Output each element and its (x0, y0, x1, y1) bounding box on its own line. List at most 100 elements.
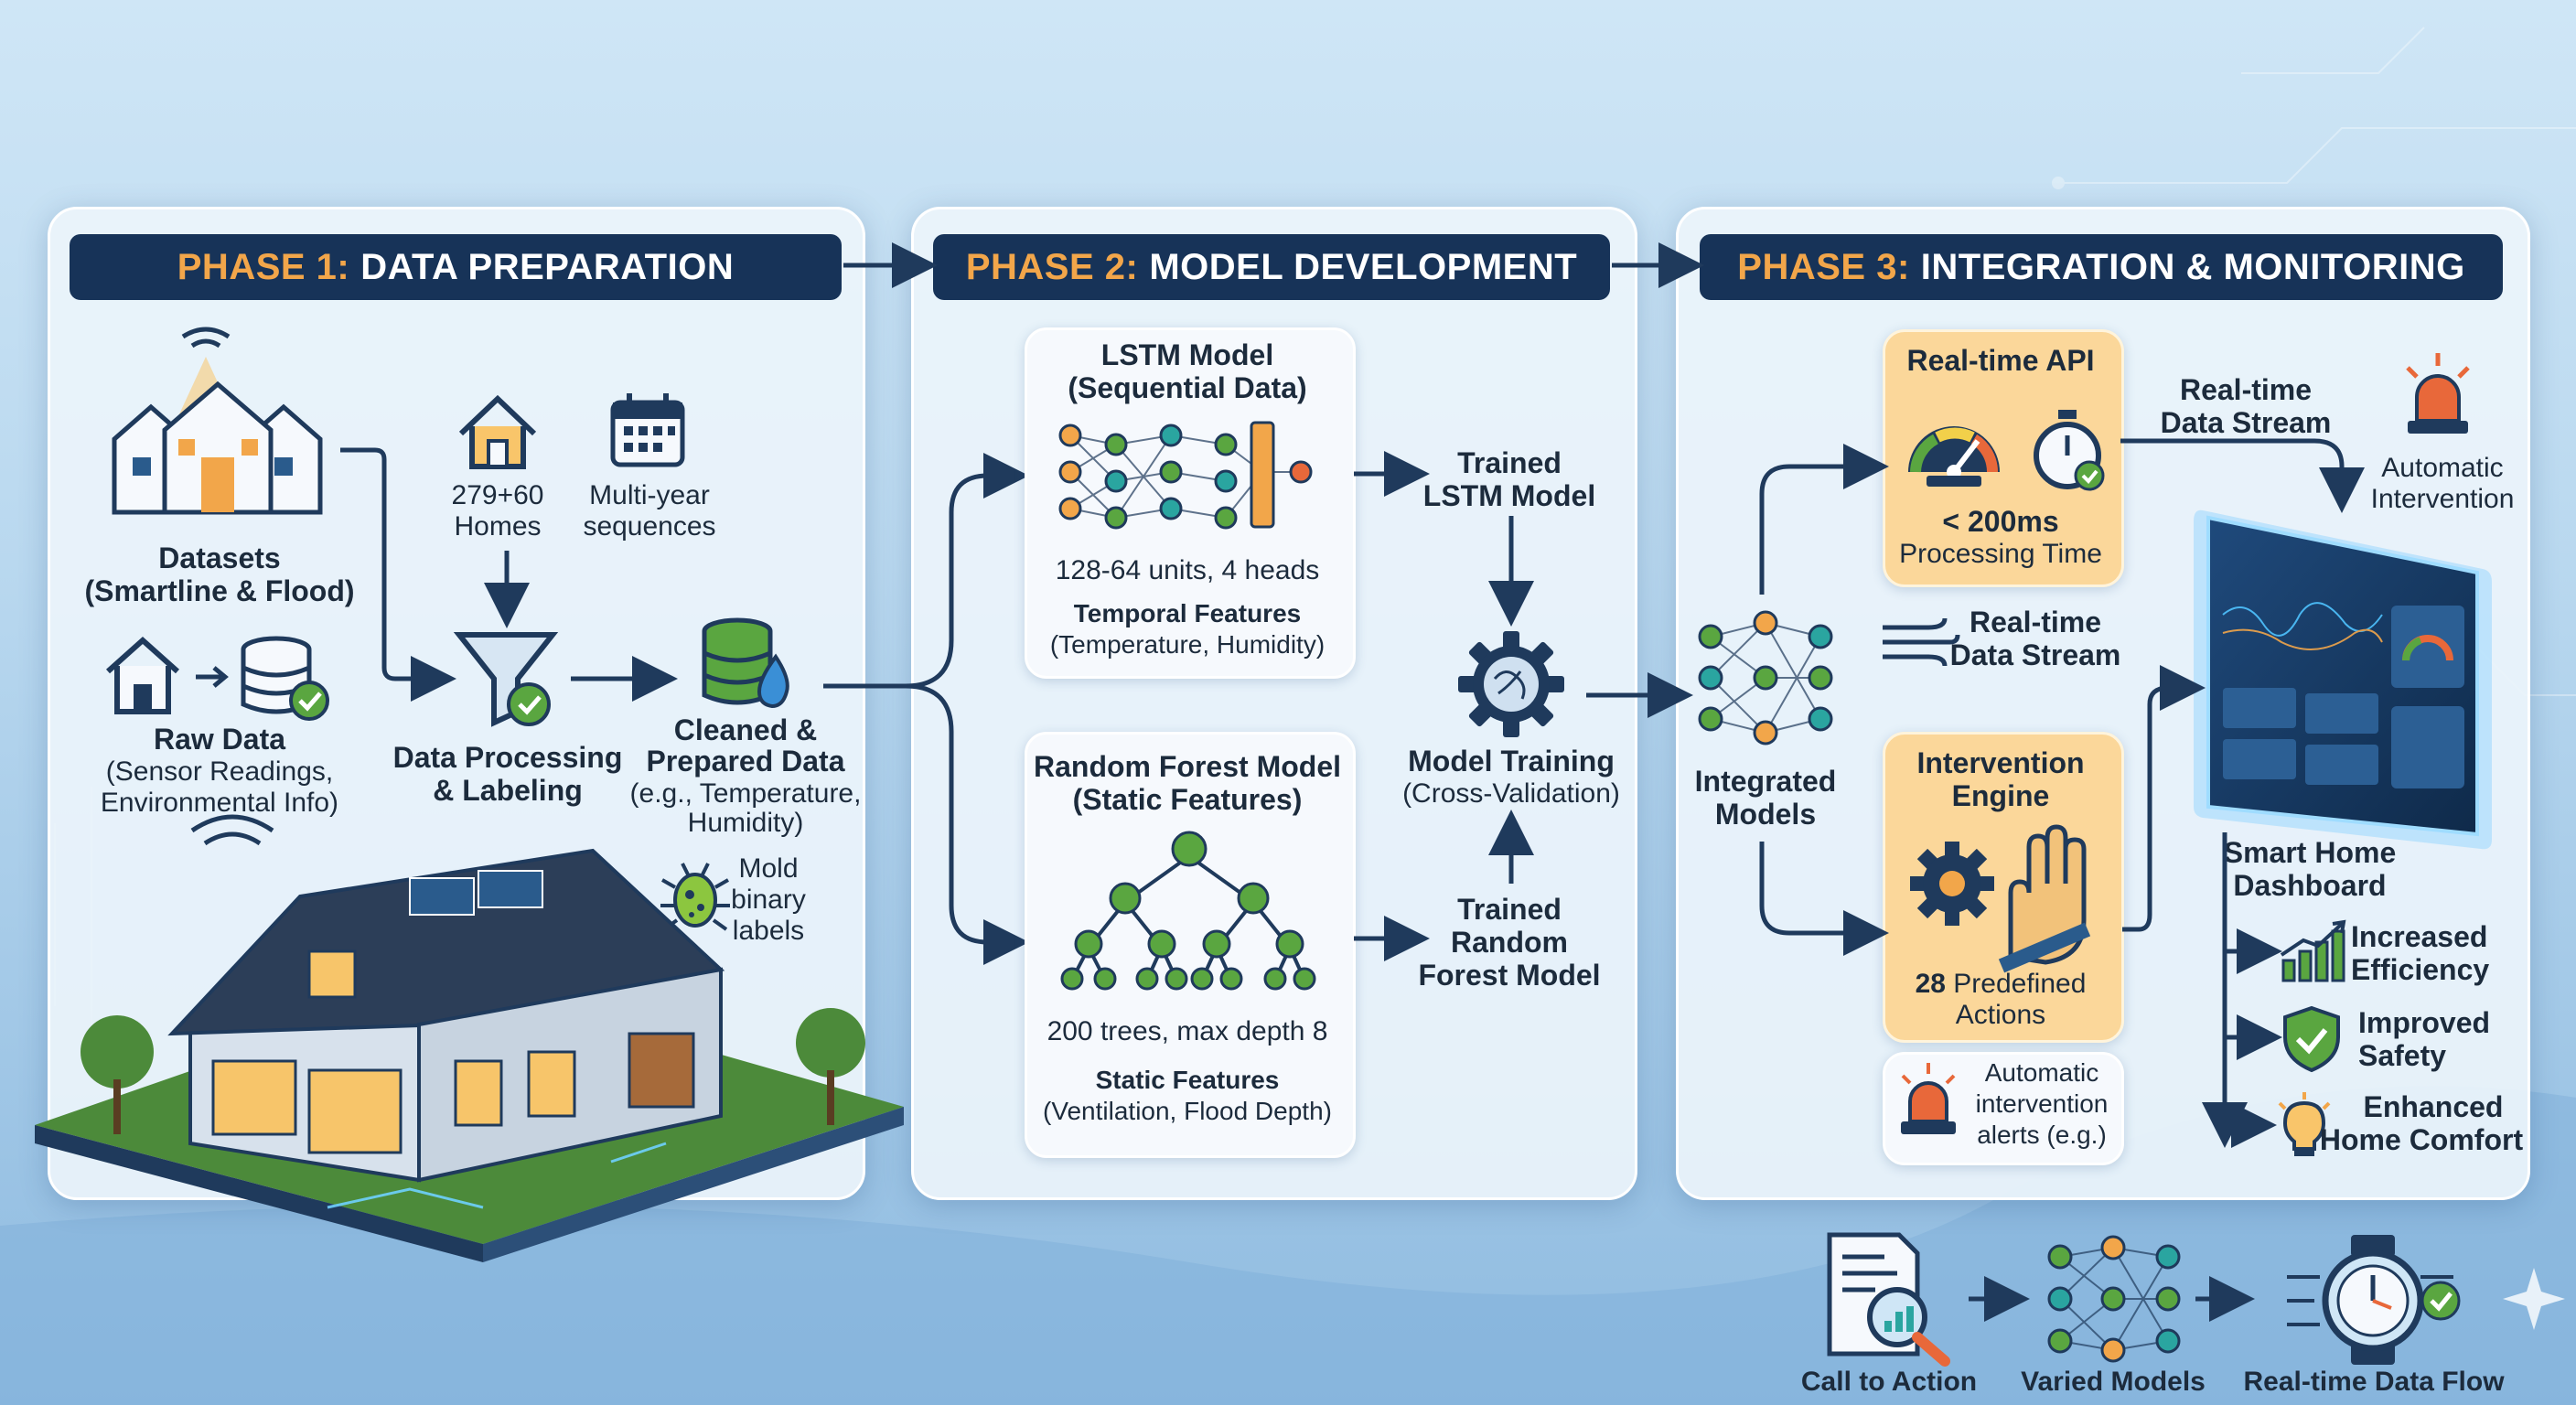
trained-rf-line3: Forest Model (1418, 959, 1601, 992)
decision-tree-icon (1060, 831, 1316, 991)
lstm-features-title: Temporal Features (1073, 599, 1302, 627)
auto-intervention-line2: Intervention (2370, 484, 2515, 514)
trained-rf-line1: Trained (1457, 893, 1562, 926)
datasets-title: Datasets (158, 542, 281, 574)
phase3-number: PHASE 3: (1737, 246, 1910, 287)
trained-lstm-line2: LSTM Model (1422, 479, 1596, 512)
rf-spec: 200 trees, max depth 8 (1046, 1016, 1328, 1046)
phase1-number: PHASE 1: (177, 246, 350, 287)
phase3-label: INTEGRATION & MONITORING (1920, 246, 2465, 287)
gear-hand-icon (1910, 824, 2091, 973)
predefined-actions-line1: 28 Predefined (1883, 968, 2119, 1001)
phase1-label: DATA PREPARATION (360, 246, 735, 287)
integrated-line1: Integrated (1694, 765, 1837, 798)
phase2-number: PHASE 2: (965, 246, 1139, 287)
stream-top-line1: Real-time (2179, 373, 2313, 406)
outcome-safety-line1: Improved (2358, 1006, 2491, 1039)
alerts-line1: Automatic (1984, 1058, 2099, 1087)
call-to-action-icon (1827, 1232, 1950, 1367)
cleaned-line1: Cleaned & (673, 713, 818, 746)
datasets-subtitle: (Smartline & Flood) (84, 574, 355, 607)
auto-intervention-line1: Automatic (2381, 453, 2504, 483)
funnel-icon (453, 632, 559, 727)
training-title: Model Training (1408, 745, 1615, 778)
mold-bug-icon (660, 863, 730, 931)
cleaned-line2: Prepared Data (646, 745, 845, 778)
phase2-label: MODEL DEVELOPMENT (1149, 246, 1578, 287)
homes-count: 279+60 (451, 480, 544, 510)
outcome-efficiency-line2: Efficiency (2351, 953, 2490, 986)
lstm-spec: 128-64 units, 4 heads (1055, 555, 1320, 585)
trained-lstm-line1: Trained (1457, 446, 1562, 479)
gear-brain-icon (1458, 631, 1564, 737)
bottom-realtime-flow: Real-time Data Flow (2243, 1367, 2505, 1397)
multiyear-line2: sequences (583, 511, 716, 542)
homes-label: Homes (454, 511, 542, 542)
data-stream-icon (1883, 617, 1960, 667)
predefined-actions-line2: Actions (1955, 1000, 2046, 1030)
lstm-title2: (Sequential Data) (1068, 371, 1307, 404)
mold-line1: Mold (738, 853, 799, 884)
safety-shield-icon (2283, 1005, 2340, 1073)
stream-top-line2: Data Stream (2160, 406, 2332, 439)
raw-data-sub1: (Sensor Readings, (105, 756, 334, 787)
lstm-features-sub: (Temperature, Humidity) (1049, 630, 1326, 659)
sparkle-icon (2503, 1268, 2565, 1330)
actions-count: 28 (1915, 969, 1946, 999)
speedometer-icon (1908, 426, 2000, 487)
siren-icon-top (2406, 353, 2470, 434)
cleaned-line3: (e.g., Temperature, (629, 778, 862, 809)
alerts-line2: intervention (1975, 1089, 2109, 1118)
raw-data-icon (105, 636, 329, 721)
rf-title2: (Static Features) (1072, 783, 1303, 816)
stopwatch-icon (2034, 410, 2105, 491)
engine-line1: Intervention (1916, 746, 2085, 779)
comfort-bulb-icon (2278, 1092, 2331, 1156)
phase2-title: PHASE 2: MODEL DEVELOPMENT (933, 234, 1610, 300)
multiyear-line1: Multi-year (589, 480, 710, 510)
mold-line3: labels (732, 916, 805, 946)
alerts-line3: alerts (e.g.) (1977, 1121, 2107, 1149)
calendar-icon (610, 393, 685, 467)
dashboard-line2: Dashboard (2233, 869, 2387, 902)
raw-data-title: Raw Data (153, 723, 286, 756)
varied-models-icon (2047, 1235, 2181, 1363)
processing-line2: & Labeling (433, 774, 583, 807)
processing-line1: Data Processing (392, 741, 623, 774)
api-latency-label: Processing Time (1899, 539, 2102, 569)
realtime-watch-icon (2287, 1235, 2461, 1365)
integrated-network-icon (1698, 610, 1833, 745)
outcome-safety-line2: Safety (2358, 1039, 2447, 1072)
rf-features-title: Static Features (1095, 1066, 1280, 1094)
lstm-network-icon (1058, 421, 1313, 530)
cleaned-line4: Humidity) (687, 808, 804, 838)
bottom-varied-models: Varied Models (2021, 1367, 2206, 1397)
raw-data-sub2: Environmental Info) (100, 788, 339, 818)
dashboard-tablet (2194, 509, 2492, 850)
mold-line2: binary (731, 885, 806, 915)
training-sub: (Cross-Validation) (1402, 778, 1620, 809)
datasets-houses-icon (112, 327, 323, 515)
bottom-call-to-action: Call to Action (1800, 1367, 1978, 1397)
stream-mid-line2: Data Stream (1949, 638, 2121, 671)
outcome-comfort-line1: Enhanced (2363, 1090, 2504, 1123)
efficiency-chart-icon (2280, 919, 2346, 982)
rf-features-sub: (Ventilation, Flood Depth) (1043, 1097, 1332, 1125)
phase3-title: PHASE 3: INTEGRATION & MONITORING (1700, 234, 2503, 300)
integrated-line2: Models (1714, 798, 1817, 831)
stream-mid-line1: Real-time (1969, 606, 2102, 638)
api-latency: < 200ms (1942, 505, 2059, 538)
actions-label: Predefined (1953, 969, 2087, 999)
trained-rf-line2: Random (1451, 926, 1568, 959)
homes-icon (458, 394, 537, 469)
outcome-comfort-line2: Home Comfort (2319, 1123, 2524, 1156)
engine-line2: Engine (1951, 779, 2050, 812)
lstm-title1: LSTM Model (1100, 338, 1274, 371)
dashboard-line1: Smart Home (2223, 836, 2397, 869)
phase1-title: PHASE 1: DATA PREPARATION (70, 234, 842, 300)
